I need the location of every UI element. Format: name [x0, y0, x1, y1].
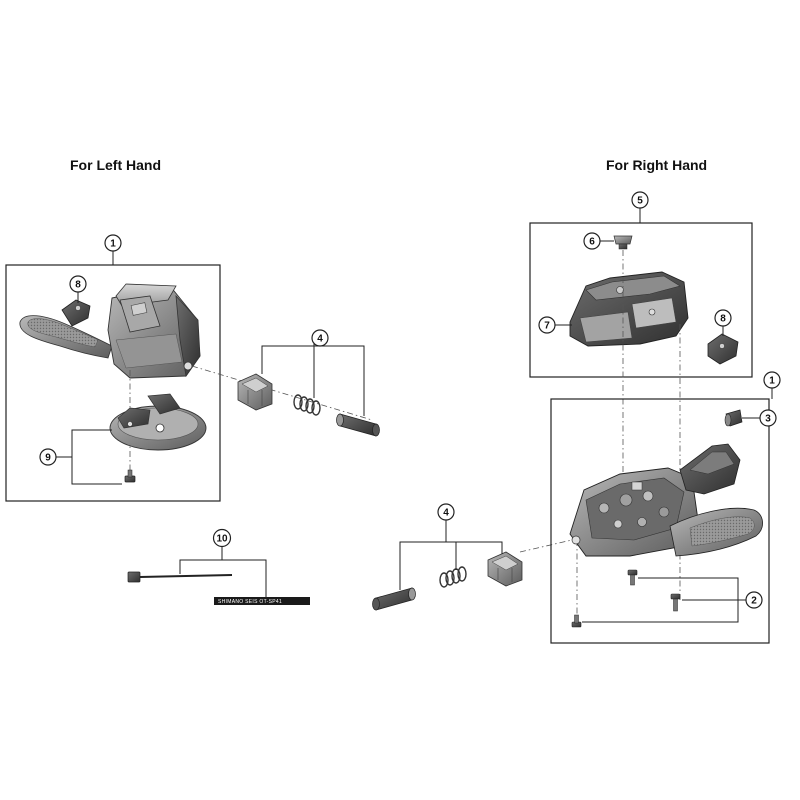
callout-8-left: 8: [69, 275, 87, 293]
callout-1-left: 1: [104, 234, 122, 252]
inner-cable-part-10: SHIMANO SEIS OT-SP41: [127, 571, 310, 605]
cable-label-text: SHIMANO SEIS OT-SP41: [218, 599, 282, 605]
svg-text:1: 1: [110, 239, 116, 250]
right-adjuster-part-8: [707, 333, 739, 365]
svg-text:4: 4: [443, 508, 449, 519]
right-cable-guide-part-4: [372, 551, 523, 611]
left-guide-spring: [293, 394, 321, 416]
right-cover-frame: [529, 222, 753, 378]
leader-10: [179, 559, 267, 598]
callout-1-right: 1: [763, 371, 781, 389]
callout-6: 6: [583, 232, 601, 250]
right-shifter-mechanism: [569, 443, 763, 557]
left-axis-horizontal: [191, 365, 373, 421]
left-screw-part-9: [124, 469, 136, 483]
callout-10: 10: [212, 528, 232, 548]
left-shifter-body: [107, 283, 201, 379]
right-screw-part-2-a: [627, 569, 638, 586]
left-adjuster-part-8: [61, 299, 91, 327]
right-screw-part-2-b: [670, 593, 681, 612]
right-unit-frame: [550, 398, 770, 644]
right-cover-part-7: [569, 271, 689, 347]
right-guide-spring: [439, 566, 467, 588]
svg-text:6: 6: [589, 237, 595, 248]
callout-7: 7: [538, 316, 556, 334]
right-axis-horizontal: [519, 539, 573, 553]
callout-3: 3: [759, 409, 777, 427]
left-guide-nut: [237, 373, 273, 411]
right-plug-part-3: [724, 409, 743, 427]
callout-4-right: 4: [437, 503, 455, 521]
leader-9: [71, 429, 122, 485]
svg-text:1: 1: [769, 376, 775, 387]
callout-2: 2: [745, 591, 763, 609]
callout-4-left: 4: [311, 329, 329, 347]
svg-text:10: 10: [216, 534, 228, 545]
svg-text:3: 3: [765, 414, 771, 425]
left-hand-title: For Left Hand: [70, 157, 161, 173]
callout-8-right: 8: [714, 309, 732, 327]
left-guide-cylinder: [336, 413, 380, 437]
svg-text:8: 8: [75, 280, 81, 291]
svg-text:5: 5: [637, 196, 643, 207]
callout-5: 5: [631, 191, 649, 209]
leader-4-right: [399, 541, 503, 590]
left-hand-assembly: 1 8: [5, 234, 380, 605]
right-guide-nut: [487, 551, 523, 587]
right-hand-title: For Right Hand: [606, 157, 708, 173]
right-cap-part-6: [613, 235, 633, 250]
left-base-plate-part-9: [109, 393, 207, 451]
svg-text:8: 8: [720, 314, 726, 325]
svg-text:4: 4: [317, 334, 323, 345]
svg-text:9: 9: [45, 453, 51, 464]
callout-9: 9: [39, 448, 57, 466]
right-hand-assembly: 5 6 7: [372, 191, 781, 644]
svg-text:2: 2: [751, 596, 757, 607]
left-cable-guide-part-4: [237, 373, 380, 437]
svg-text:7: 7: [544, 321, 550, 332]
cable-packaging-label: [214, 597, 310, 605]
left-shift-lever: [19, 315, 113, 359]
leader-4-left: [261, 345, 365, 416]
right-screw-part-2-c: [571, 614, 582, 628]
right-guide-cylinder: [372, 587, 416, 611]
